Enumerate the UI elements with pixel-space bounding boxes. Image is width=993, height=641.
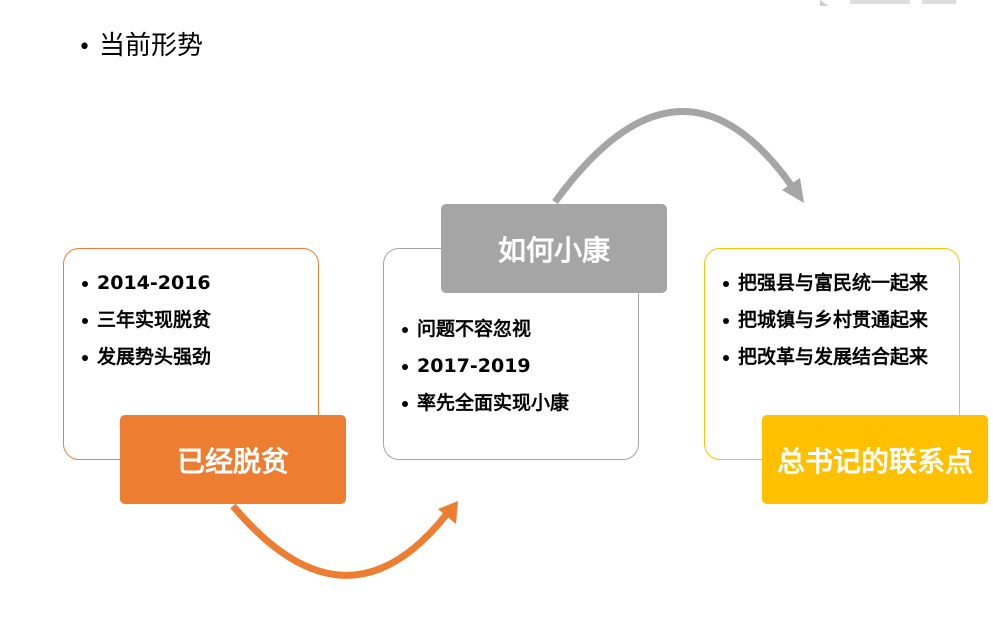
- title-bullet: •: [78, 35, 91, 60]
- stage-3-list: 把强县与富民统一起来 把城镇与乡村贯通起来 把改革与发展结合起来: [723, 265, 928, 376]
- list-item: 发展势头强劲: [82, 339, 211, 376]
- list-item: 把改革与发展结合起来: [723, 339, 928, 376]
- arrow-bottom-curve: [230, 503, 449, 579]
- page-title: • 当前形势: [78, 28, 203, 66]
- corner-mark-icon: [820, 0, 956, 6]
- list-item: 把城镇与乡村贯通起来: [723, 302, 928, 339]
- stage-1-label: 已经脱贫: [120, 415, 346, 504]
- list-item: 2014-2016: [82, 265, 211, 302]
- title-text: 当前形势: [98, 31, 203, 61]
- list-item: 三年实现脱贫: [82, 302, 211, 339]
- arrow-bottom-head: [438, 501, 458, 524]
- stage-3-label: 总书记的联系点: [762, 415, 988, 504]
- list-item: 问题不容忽视: [402, 311, 569, 348]
- stage-1-list: 2014-2016 三年实现脱贫 发展势头强劲: [82, 265, 211, 376]
- stage-2-list: 问题不容忽视 2017-2019 率先全面实现小康: [402, 311, 569, 422]
- arrow-top-curve: [552, 108, 794, 205]
- list-item: 2017-2019: [402, 348, 569, 385]
- arrow-top-head: [782, 178, 804, 203]
- list-item: 率先全面实现小康: [402, 385, 569, 422]
- list-item: 把强县与富民统一起来: [723, 265, 928, 302]
- stage-2-label: 如何小康: [441, 204, 667, 293]
